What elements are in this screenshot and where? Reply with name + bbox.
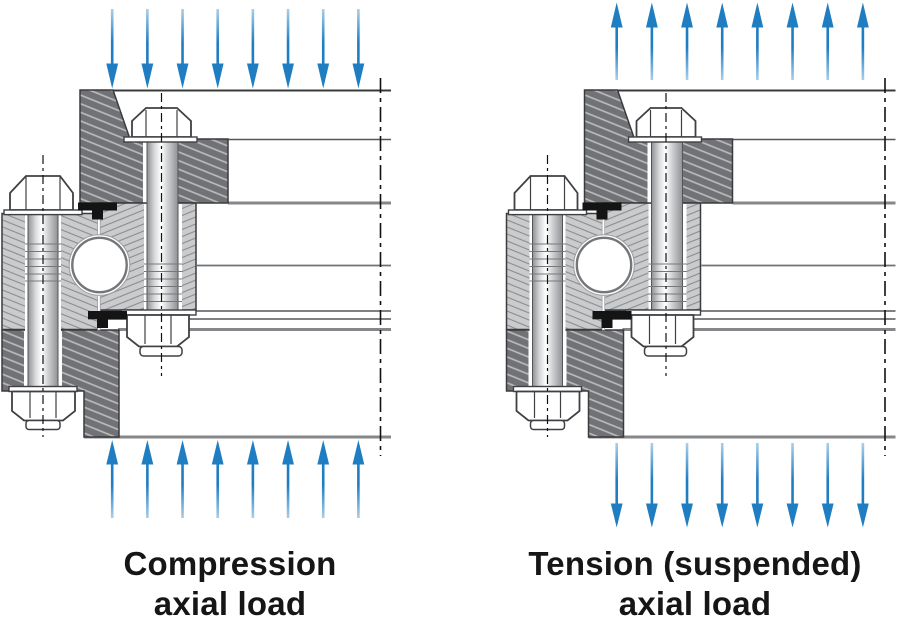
load-arrow-shaft [685, 26, 689, 80]
load-arrow-head [856, 2, 869, 28]
load-arrow-shaft [756, 443, 759, 505]
load-arrow-shaft [357, 9, 360, 65]
load-arrow-head [716, 2, 729, 28]
bottom-load-arrows [610, 443, 869, 528]
load-arrow-shaft [146, 463, 149, 518]
load-arrow-head [106, 63, 119, 89]
tension-diagram [505, 2, 897, 528]
compression-diagram [0, 9, 393, 518]
load-arrow-head [106, 440, 119, 465]
caption-tension: Tension (suspended) axial load [528, 544, 861, 620]
load-arrow-head [821, 503, 834, 528]
load-arrow-shaft [826, 26, 830, 80]
load-arrow-head [786, 503, 799, 528]
top-load-arrows [610, 2, 869, 80]
load-arrow-head [645, 2, 658, 28]
load-arrow-shaft [146, 9, 149, 65]
load-arrow-shaft [181, 463, 184, 518]
load-arrow-shaft [110, 9, 114, 65]
load-arrow-head [681, 2, 693, 28]
load-arrow-shaft [357, 463, 360, 518]
load-arrow-shaft [861, 26, 865, 80]
top-load-arrows [106, 9, 365, 89]
load-arrow-head [211, 63, 224, 89]
load-arrow-head [681, 503, 693, 528]
load-arrow-shaft [685, 443, 689, 505]
load-arrow-head [716, 503, 729, 528]
load-arrow-shaft [720, 26, 724, 80]
load-arrow-shaft [286, 463, 290, 518]
load-arrow-shaft [110, 463, 114, 518]
load-arrow-head [211, 440, 224, 465]
load-arrow-head [176, 63, 189, 89]
load-arrow-shaft [251, 9, 255, 65]
caption-line1: Compression [123, 545, 337, 582]
load-arrow-head [352, 63, 365, 89]
bottom-load-arrows [106, 440, 365, 518]
load-arrow-shaft [216, 463, 220, 518]
load-arrow-shaft [756, 26, 759, 80]
load-arrow-shaft [251, 463, 255, 518]
load-arrow-shaft [650, 443, 654, 505]
load-arrow-head [610, 503, 623, 528]
load-arrow-shaft [791, 443, 794, 505]
load-arrow-shaft [861, 443, 865, 505]
load-arrow-head [786, 2, 799, 28]
load-arrow-head [317, 440, 330, 465]
load-arrow-head [645, 503, 658, 528]
load-arrow-shaft [286, 9, 290, 65]
load-arrow-head [176, 440, 189, 465]
load-arrow-head [282, 63, 294, 89]
load-arrow-head [610, 2, 623, 28]
load-arrow-shaft [615, 443, 618, 505]
load-arrow-shaft [791, 26, 794, 80]
load-arrow-head [856, 503, 869, 528]
caption-line2: axial load [153, 585, 307, 620]
load-arrow-shaft [650, 26, 654, 80]
load-arrow-shaft [181, 9, 184, 65]
load-arrow-head [246, 440, 259, 465]
load-arrow-head [282, 440, 294, 465]
caption-compression: Compression axial load [123, 544, 336, 620]
caption-line1: Tension (suspended) [528, 545, 862, 582]
load-arrow-head [141, 63, 154, 89]
load-arrow-shaft [615, 26, 618, 80]
load-arrow-head [141, 440, 154, 465]
load-arrow-shaft [216, 9, 220, 65]
load-arrow-head [821, 2, 834, 28]
load-arrow-shaft [321, 463, 325, 518]
load-arrow-shaft [720, 443, 724, 505]
load-arrow-head [751, 503, 764, 528]
load-arrow-head [751, 2, 764, 28]
load-arrow-head [246, 63, 259, 89]
caption-line2: axial load [618, 585, 772, 620]
load-arrow-head [317, 63, 330, 89]
load-arrow-head [352, 440, 365, 465]
load-arrow-shaft [321, 9, 325, 65]
load-arrow-shaft [826, 443, 830, 505]
